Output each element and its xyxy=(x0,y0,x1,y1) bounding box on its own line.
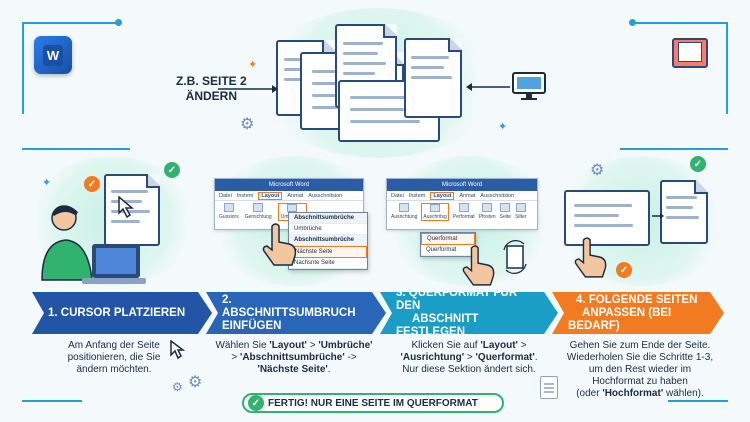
step2-description: Wählen Sie 'Layout' > 'Umbrüche' > 'Absc… xyxy=(215,340,373,375)
hand-pointer-icon xyxy=(262,223,297,266)
ribbon-button[interactable]: Seite xyxy=(500,203,511,221)
sparkle-icon: ✦ xyxy=(42,177,52,189)
gear-icon: ⚙ xyxy=(240,116,255,133)
arrow-left-icon xyxy=(466,83,510,91)
breaks-menu: Abschnittsumbrüche Umbrüche Abschnittsum… xyxy=(288,212,368,270)
hand-pointer-icon xyxy=(462,245,495,286)
tab-anmat[interactable]: Anmat xyxy=(459,192,476,199)
check-icon: ✓ xyxy=(616,262,632,278)
ribbon-tabs: Datei Instem Layout Anmat Ausschnitsion xyxy=(387,191,537,201)
rotate-page-icon xyxy=(503,240,527,274)
tab-ausschnitsion[interactable]: Ausschnitsion xyxy=(480,192,515,199)
window-title: Microsoft Word xyxy=(387,179,537,191)
arrow-right-icon xyxy=(218,85,278,93)
tab-datei[interactable]: Datei xyxy=(219,192,232,199)
menu-header: Abschnittsumbrüche xyxy=(289,213,367,224)
hand-pointer-icon xyxy=(574,237,607,278)
word-logo-icon: W xyxy=(34,36,72,74)
person-at-laptop-icon xyxy=(41,205,146,284)
frame-line-left xyxy=(22,22,24,114)
menu-item-nachsnte-seite[interactable]: Nachsnte Seite xyxy=(289,258,367,269)
arrow-right-icon xyxy=(652,213,664,219)
orientation-menu: Querformat Querformat xyxy=(420,232,476,257)
frame-line-mid-right xyxy=(620,148,728,150)
step4-description: Gehen Sie zum Ende der Seite. Wiederhole… xyxy=(566,340,714,399)
menu-item-naechste-seite[interactable]: Nächste Seite xyxy=(289,246,367,258)
check-icon: ✓ xyxy=(248,395,264,411)
ribbon-button[interactable]: Performat xyxy=(453,203,475,221)
frame-line-top-right xyxy=(632,22,728,24)
ribbon-groups: Ausrichtung Auschritsg Performat Pfosten… xyxy=(387,201,537,223)
folder-doc-sheet-icon xyxy=(678,42,702,62)
word-window: Microsoft Word Datei Instem Layout Anmat… xyxy=(386,178,538,230)
step3-description: Klicken Sie auf 'Layout' > 'Ausrichtung'… xyxy=(400,340,538,375)
cursor-icon xyxy=(170,340,186,360)
step4-banner: 4. Folgende Seitenanpassen (bei Bedarf) xyxy=(552,292,724,334)
step1-description: Am Anfang der Seite positionieren, die S… xyxy=(67,340,161,375)
ribbon-tabs: Datei Instem Layout Anmat Ausschnitsion xyxy=(215,191,363,201)
menu-item-umbrueche[interactable]: Umbrüche xyxy=(289,224,367,235)
document-icon xyxy=(540,376,558,399)
check-icon: ✓ xyxy=(690,156,706,172)
tab-instem[interactable]: Instem xyxy=(408,192,426,199)
check-icon: ✓ xyxy=(164,162,180,178)
ribbon-button[interactable]: Gerischtung xyxy=(245,203,272,221)
window-title: Microsoft Word xyxy=(215,179,363,191)
check-icon: ✓ xyxy=(84,176,100,192)
gear-icon: ⚙ xyxy=(172,380,183,394)
tab-layout[interactable]: Layout xyxy=(258,191,283,200)
ribbon-button[interactable]: Silter xyxy=(515,203,526,221)
tab-anmat[interactable]: Anmat xyxy=(287,192,304,199)
menu-header: Abschnittsumbrüche xyxy=(289,235,367,246)
ribbon-button[interactable]: Ausrichtung xyxy=(391,203,417,221)
tab-instem[interactable]: Instem xyxy=(236,192,254,199)
finish-badge: ✓ Fertig! Nur eine Seite im Querformat xyxy=(242,393,504,413)
frame-dot xyxy=(115,19,122,26)
document-page-landscape xyxy=(564,190,650,246)
document-page xyxy=(104,174,160,246)
gear-icon: ⚙ xyxy=(590,162,605,179)
frame-line-mid-left xyxy=(22,148,130,150)
step2-banner: 2. Abschnittsumbrucheinfügen xyxy=(206,292,386,334)
ribbon-button[interactable]: Pfosten xyxy=(479,203,496,221)
frame-line-top-left xyxy=(22,22,118,24)
ausrichtung-button[interactable]: Auschritsg xyxy=(421,203,449,221)
ribbon-button[interactable]: Gussiors xyxy=(219,203,239,221)
cursor-icon xyxy=(118,196,135,218)
step1-banner: 1. Cursor platzieren xyxy=(32,292,212,334)
frame-dot xyxy=(629,19,636,26)
tab-ausschnitsion[interactable]: Ausschnitsion xyxy=(308,192,343,199)
sparkle-icon: ✦ xyxy=(248,59,258,71)
frame-line-bottom-left xyxy=(22,400,82,402)
tab-datei[interactable]: Datei xyxy=(391,192,404,199)
sparkle-icon: ✦ xyxy=(498,121,508,133)
document-page xyxy=(660,180,708,244)
menu-item-querformat[interactable]: Querformat xyxy=(421,233,475,245)
step3-banner: 3. Querformat für denAbschnitt festlegen xyxy=(380,292,558,334)
tab-layout[interactable]: Layout xyxy=(430,191,455,200)
frame-line-bottom-right xyxy=(668,400,728,402)
gear-icon: ⚙ xyxy=(188,374,203,391)
document-page xyxy=(404,38,462,118)
frame-line-right xyxy=(726,22,728,114)
menu-item-querformat[interactable]: Querformat xyxy=(421,245,475,256)
monitor-icon xyxy=(512,72,546,100)
